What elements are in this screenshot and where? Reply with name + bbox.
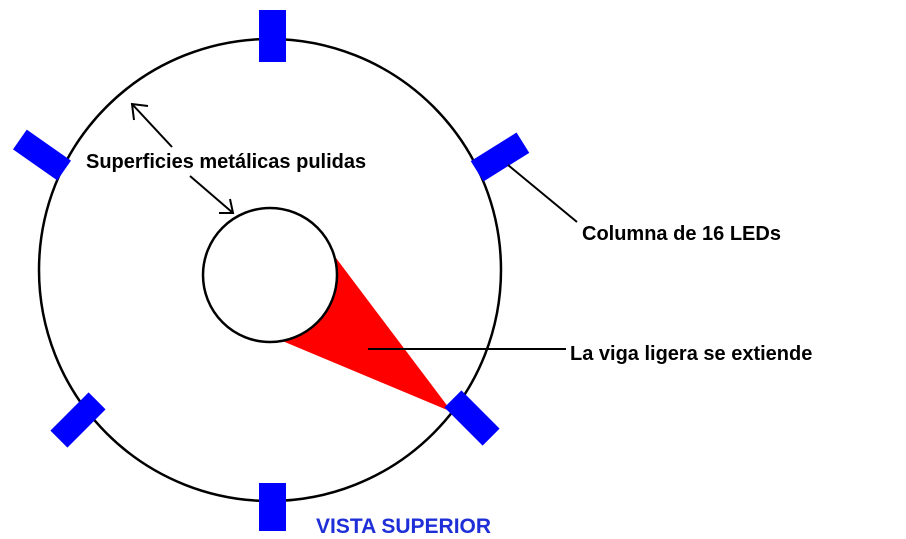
arrowhead-inner-icon [219, 198, 235, 214]
led-column-label: Columna de 16 LEDs [582, 223, 781, 245]
led-column-upper-right [470, 132, 530, 182]
led-column-lower-left [50, 392, 106, 448]
surfaces-arrow-line-outer [131, 103, 173, 148]
view-title: VISTA SUPERIOR [316, 515, 491, 538]
led-column-upper-left [12, 129, 72, 181]
leader-lines [131, 103, 578, 350]
arrowhead-outer-icon [130, 102, 149, 121]
beam-label: La viga ligera se extiende [570, 343, 812, 365]
led-columns [12, 10, 530, 531]
led-column-lower-right [444, 390, 500, 446]
arrowheads [130, 102, 235, 214]
led-column-leader [507, 164, 578, 223]
surfaces-arrow-line-inner [189, 175, 234, 214]
led-column-top [259, 10, 286, 62]
inner-cylinder [201, 206, 339, 344]
surfaces-label: Superficies metálicas pulidas [86, 151, 366, 173]
led-column-bottom [259, 483, 286, 531]
